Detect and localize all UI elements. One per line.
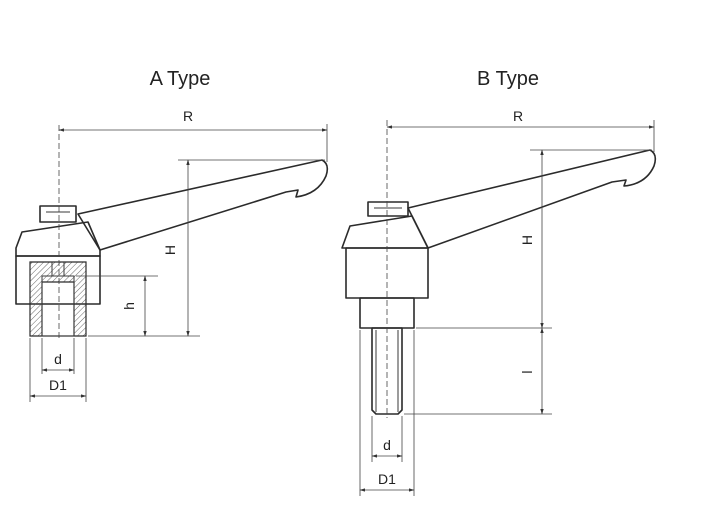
b-type-label-d1: D1 [378, 471, 396, 487]
a-type-threaded-bore [41, 275, 75, 337]
b-type-label-d: d [383, 437, 391, 453]
b-type-screw-cap [367, 201, 409, 217]
a-type-label-d1: D1 [49, 377, 67, 393]
a-type-screw-cap [39, 205, 77, 223]
b-type-title: B Type [477, 68, 539, 90]
a-type-label-h-small: h [121, 302, 137, 310]
b-type-lever-arm [407, 149, 657, 249]
a-type-boss-section [29, 261, 87, 337]
b-type-label-r: R [513, 108, 523, 124]
a-type-label-h: H [162, 245, 178, 255]
a-type-lever-arm [77, 159, 329, 251]
b-type-threaded-stud [371, 327, 403, 415]
b-type-label-l: l [519, 370, 535, 373]
a-type-label-d: d [54, 351, 62, 367]
b-type-label-h: H [519, 235, 535, 245]
b-type-hub-top [341, 215, 429, 249]
a-type-hub-body [15, 255, 101, 305]
a-type-label-r: R [183, 108, 193, 124]
a-type-drawing: A Type R H h d [15, 68, 329, 402]
b-type-drawing: B Type R H l d [341, 68, 657, 496]
a-type-title: A Type [150, 68, 211, 90]
a-type-hub-top [15, 221, 101, 257]
